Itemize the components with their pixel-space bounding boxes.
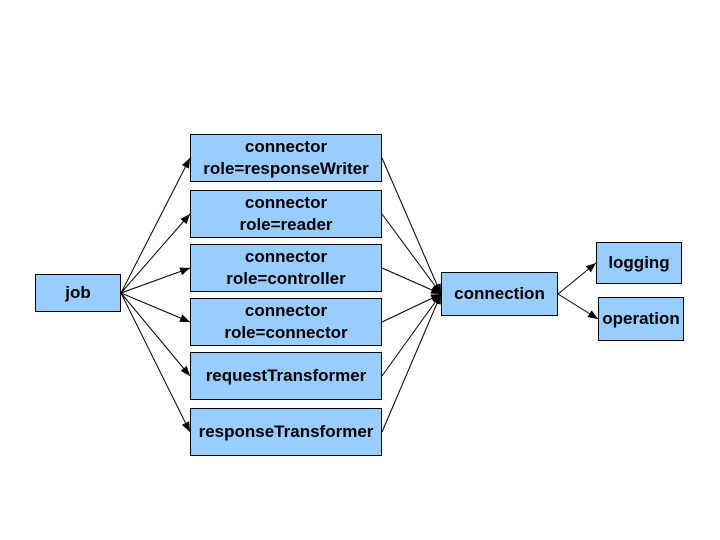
node-connection[interactable]: connection: [441, 272, 558, 316]
node-operation-label: operation: [602, 309, 680, 328]
edge-arrow: [557, 262, 597, 295]
edge-arrow: [120, 213, 191, 294]
node-response-writer-line2: role=responseWriter: [203, 159, 369, 178]
node-controller-line2: role=controller: [226, 269, 346, 288]
edge-arrow: [120, 157, 191, 294]
node-reader[interactable]: connector role=reader: [190, 190, 382, 238]
edge-arrow: [120, 292, 191, 323]
edge-arrow: [381, 293, 442, 323]
node-logging-label: logging: [608, 253, 670, 272]
edge-arrow: [381, 267, 442, 295]
node-connection-label: connection: [454, 284, 545, 303]
node-request-transformer-label: requestTransformer: [205, 366, 367, 385]
node-controller[interactable]: connector role=controller: [190, 244, 382, 292]
node-request-transformer[interactable]: requestTransformer: [190, 352, 382, 400]
edge-arrow: [120, 292, 191, 377]
edge-arrow: [557, 293, 599, 320]
edge-arrow: [381, 293, 442, 433]
node-response-writer[interactable]: connector role=responseWriter: [190, 134, 382, 182]
node-response-transformer-label: responseTransformer: [198, 422, 374, 441]
edge-arrow: [381, 293, 442, 377]
node-reader-line2: role=reader: [239, 215, 333, 234]
node-connector-line1: connector: [244, 301, 328, 320]
node-controller-line1: connector: [244, 247, 328, 266]
node-response-writer-line1: connector: [244, 137, 328, 156]
node-connector-line2: role=connector: [224, 323, 348, 342]
node-job-label: job: [65, 283, 91, 302]
node-connector[interactable]: connector role=connector: [190, 298, 382, 346]
node-reader-line1: connector: [244, 193, 328, 212]
edge-arrow: [381, 213, 442, 295]
edge-arrow: [381, 157, 442, 295]
node-job[interactable]: job: [35, 274, 121, 312]
edge-arrow: [120, 292, 191, 433]
edge-arrow: [120, 267, 191, 294]
node-logging[interactable]: logging: [596, 242, 682, 284]
node-response-transformer[interactable]: responseTransformer: [190, 408, 382, 456]
node-operation[interactable]: operation: [598, 297, 684, 341]
